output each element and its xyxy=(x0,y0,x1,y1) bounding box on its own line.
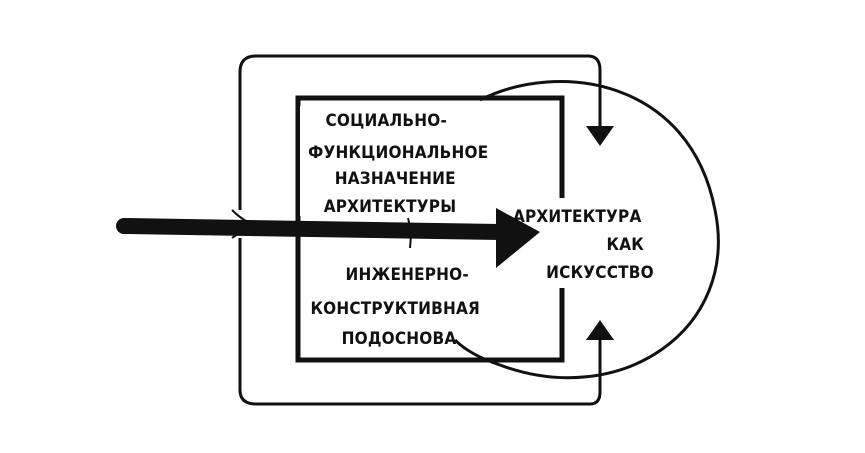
box-label-bottom-line: КОНСТРУКТИВНАЯ xyxy=(310,299,480,319)
art-circle xyxy=(479,80,720,380)
circle-label-line: АРХИТЕКТУРА xyxy=(513,207,642,227)
outer-loop-top xyxy=(238,54,602,210)
circle-label-line: ИСКУССТВО xyxy=(546,263,654,283)
box-label-top-line: СОЦИАЛЬНО- xyxy=(325,111,447,131)
up-arrowhead xyxy=(586,320,614,340)
brace xyxy=(231,209,249,239)
box-label-top-line: НАЗНАЧЕНИЕ xyxy=(335,169,456,189)
box-label-bottom: ИНЖЕНЕРНО- КОНСТРУКТИВНАЯ ПОДОСНОВА xyxy=(310,265,485,349)
box-label-top: СОЦИАЛЬНО- ФУНКЦИОНАЛЬНОЕ НАЗНАЧЕНИЕ АРХ… xyxy=(308,111,494,217)
bottom-label-tail xyxy=(453,338,501,367)
down-arrowhead xyxy=(586,126,614,146)
circle-label: АРХИТЕКТУРА КАК ИСКУССТВО xyxy=(513,207,654,283)
box-label-top-line: АРХИТЕКТУРЫ xyxy=(324,197,457,217)
main-arrowhead xyxy=(496,208,540,268)
outer-loop-bottom xyxy=(238,238,602,406)
box-label-bottom-line: ИНЖЕНЕРНО- xyxy=(346,265,469,285)
circle-label-line: КАК xyxy=(607,235,645,255)
box-label-bottom-line: ПОДОСНОВА xyxy=(342,329,457,349)
label-connector xyxy=(407,217,412,249)
box-label-top-line: ФУНКЦИОНАЛЬНОЕ xyxy=(308,143,488,163)
main-arrow-shaft xyxy=(116,218,508,240)
